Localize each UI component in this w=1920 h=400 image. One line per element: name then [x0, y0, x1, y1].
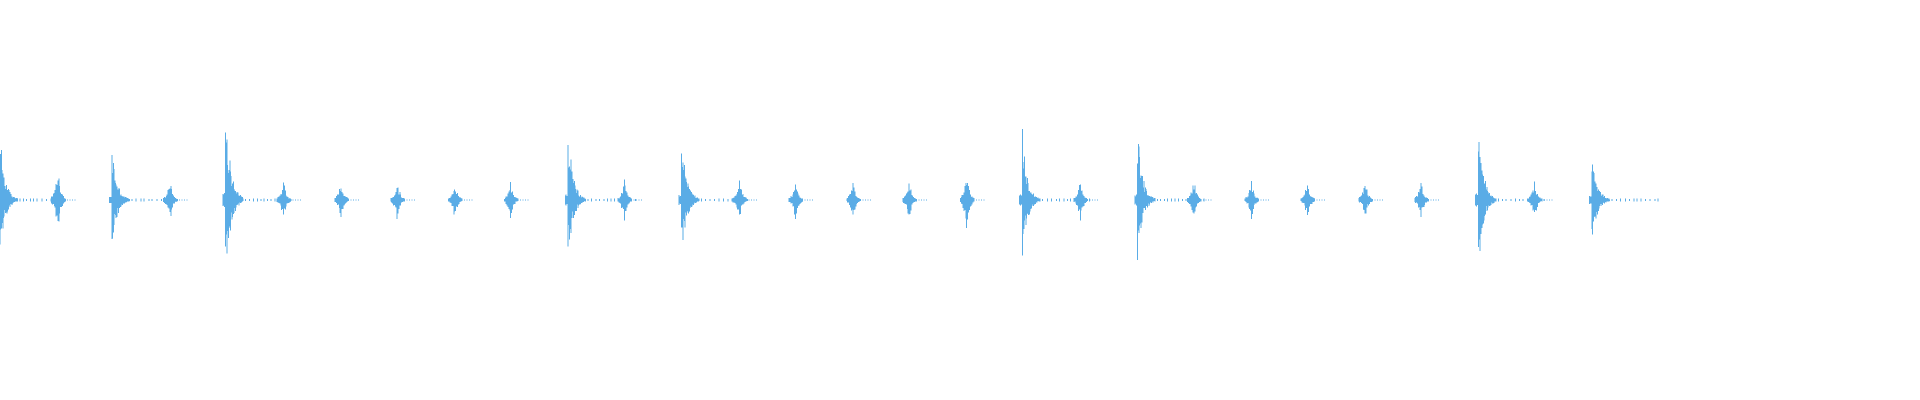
waveform-transient-path: [222, 132, 292, 254]
waveform-transient-path: [447, 189, 473, 215]
waveform-transient-path: [163, 185, 188, 216]
waveform-transient: [1475, 142, 1545, 251]
waveform-transient: [1527, 181, 1553, 212]
waveform-transient: [732, 180, 758, 215]
waveform-transient-path: [678, 153, 748, 240]
waveform-transient-path: [959, 182, 985, 228]
waveform-transient: [617, 179, 642, 221]
waveform-transient: [222, 132, 292, 254]
waveform-transient: [163, 185, 188, 216]
waveform-transient: [1187, 185, 1212, 214]
waveform-transient-path: [1300, 185, 1326, 216]
waveform-transient-path: [1588, 164, 1659, 235]
waveform-transient-path: [732, 180, 758, 215]
waveform-transient: [503, 181, 529, 219]
waveform-trace: [0, 128, 1659, 260]
waveform-transient-path: [1475, 142, 1545, 251]
waveform-transient: [334, 188, 359, 218]
waveform-transient-path: [1414, 183, 1439, 218]
waveform-transient-path: [902, 183, 927, 215]
waveform-transient: [1358, 185, 1383, 214]
waveform-transient-path: [617, 179, 642, 221]
waveform-transient-path: [846, 182, 871, 215]
waveform-transient: [1588, 164, 1659, 235]
waveform-transient-path: [1527, 181, 1553, 212]
waveform-transient-path: [1187, 185, 1212, 214]
waveform-transient-path: [1244, 180, 1270, 220]
waveform-transient: [1244, 180, 1270, 220]
waveform-transient-path: [51, 178, 76, 222]
waveform-transient: [1134, 144, 1205, 260]
waveform-transient-path: [1358, 185, 1383, 214]
waveform-transient: [678, 153, 748, 240]
waveform-transient-path: [0, 150, 67, 245]
waveform-transient-path: [276, 182, 302, 215]
waveform-transient: [1414, 183, 1439, 218]
waveform-transient: [788, 184, 814, 220]
waveform-transient: [0, 150, 67, 245]
waveform-transient-path: [1134, 144, 1205, 260]
waveform-transient: [51, 178, 76, 222]
waveform-transient-path: [334, 188, 359, 218]
waveform-transient: [276, 182, 302, 215]
waveform-transient: [846, 182, 871, 215]
waveform-transient: [447, 189, 473, 215]
waveform-transient-path: [108, 155, 178, 240]
waveform-transient-path: [788, 184, 814, 220]
waveform-transient-path: [503, 181, 529, 219]
waveform-transient: [1073, 184, 1098, 221]
waveform-transient: [390, 187, 415, 220]
waveform-transient: [902, 183, 927, 215]
waveform-transient: [108, 155, 178, 240]
waveform-transient-path: [390, 187, 415, 220]
waveform-transient-path: [1073, 184, 1098, 221]
waveform-transient: [1300, 185, 1326, 216]
waveform-transient: [959, 182, 985, 228]
